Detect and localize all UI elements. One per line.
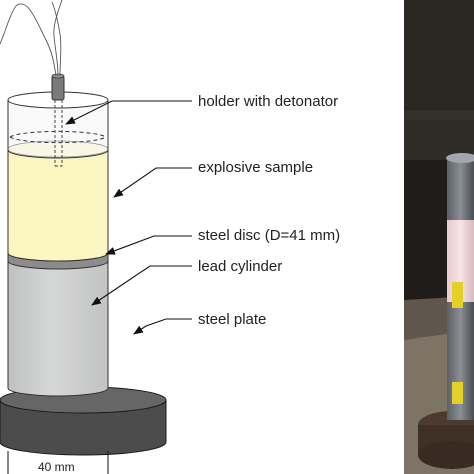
dimension-label: 40 mm — [38, 460, 75, 474]
photo-yellow-tape — [452, 282, 463, 308]
detonator-body — [51, 75, 65, 101]
explosive-sample-body — [7, 148, 109, 262]
label-steel-plate: steel plate — [198, 311, 267, 328]
label-holder-with-detonator: holder with detonator — [198, 93, 339, 110]
steel-plate-side — [0, 399, 167, 456]
explosive-sample — [7, 140, 109, 262]
leader-lines — [65, 100, 192, 335]
label-explosive-sample: explosive sample — [198, 159, 314, 176]
holder-wall — [7, 100, 109, 159]
photo-top-shadow — [404, 0, 474, 120]
leader-sample — [113, 167, 192, 198]
wire-1 — [0, 3, 57, 77]
holder-inner-line-front — [9, 136, 107, 144]
label-lead-cylinder: lead cylinder — [198, 258, 283, 275]
photo-panel — [404, 0, 474, 474]
photo-tube-upper — [447, 158, 474, 220]
holder-inner-line-back — [9, 130, 107, 138]
detonator-wires — [0, 0, 63, 77]
leader-plate — [133, 318, 192, 335]
photo-plate-bottom — [418, 441, 474, 469]
holder-tube — [7, 91, 109, 167]
lead-cylinder-body — [7, 259, 109, 397]
steel-plate — [0, 386, 167, 456]
leader-disc — [105, 235, 192, 255]
leader-cylinder — [91, 265, 192, 306]
leader-holder — [65, 100, 192, 125]
wire-2 — [51, 1, 62, 77]
label-steel-disc: steel disc (D=41 mm) — [198, 227, 341, 244]
photo-tube-rim — [446, 153, 474, 163]
detonator-well — [54, 100, 63, 167]
wire-3 — [53, 0, 63, 77]
lead-cylinder — [7, 259, 109, 397]
photo-wall — [404, 110, 474, 160]
detonator — [51, 73, 65, 101]
photo-yellow-tape-2 — [452, 382, 463, 404]
dimension-marker — [7, 451, 109, 474]
